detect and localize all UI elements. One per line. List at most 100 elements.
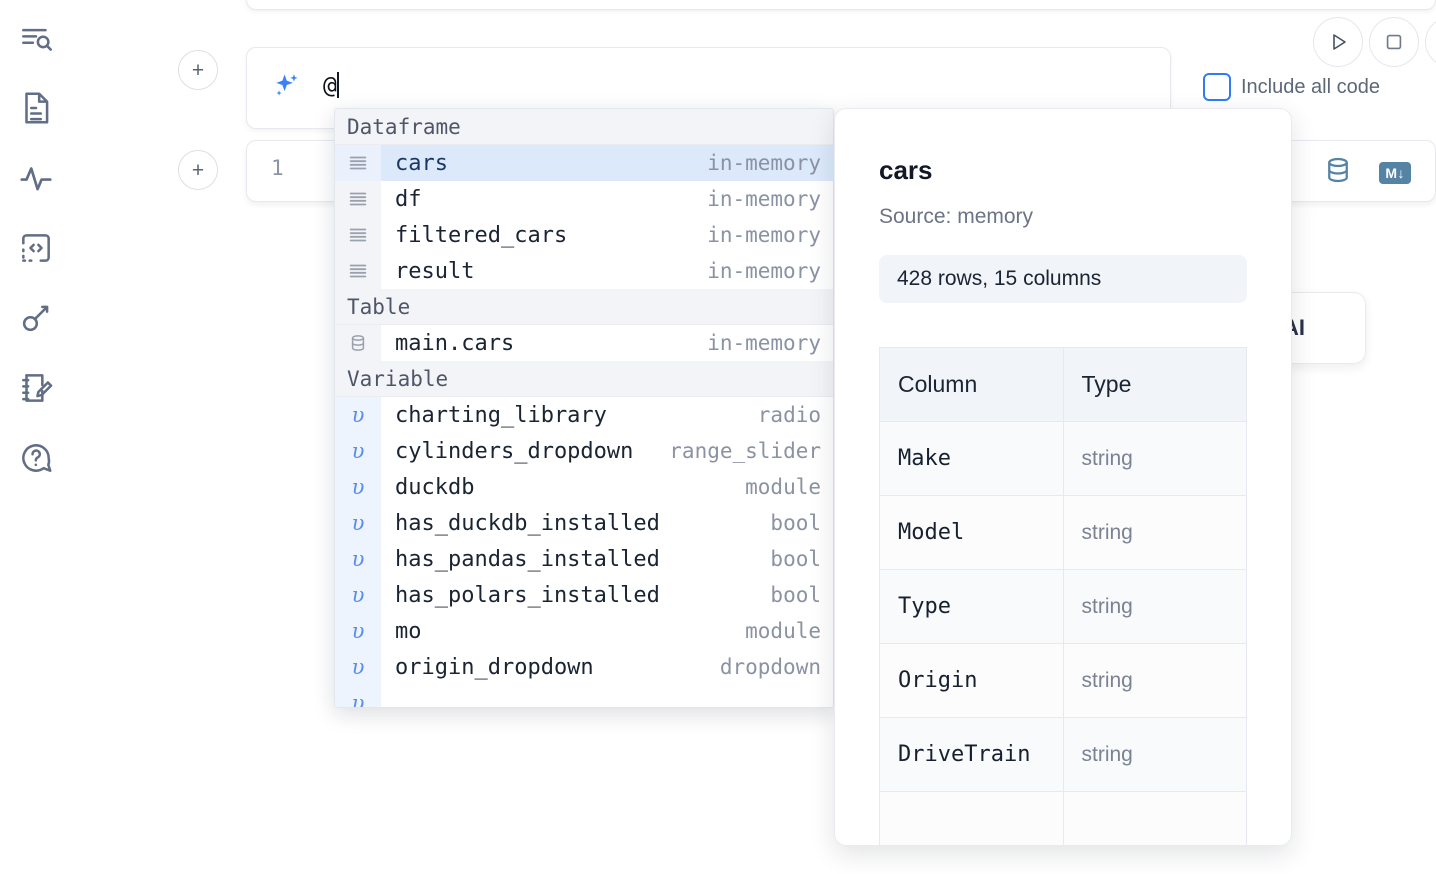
sidebar-rail <box>0 0 72 874</box>
completion-type: in-memory <box>707 259 821 283</box>
table-row: DriveTrain string <box>879 717 1247 792</box>
completion-type: dropdown <box>719 655 821 679</box>
more-button[interactable] <box>1425 17 1436 67</box>
sparkle-icon <box>269 70 303 104</box>
completion-type: bool <box>770 511 821 535</box>
completion-item[interactable]: υ mo module <box>335 613 833 649</box>
dataframe-icon <box>335 145 381 181</box>
cell-above <box>246 0 1436 10</box>
run-button[interactable] <box>1313 17 1363 67</box>
cell-column-type: string <box>1062 569 1247 644</box>
add-cell-button-bottom[interactable]: + <box>178 150 218 190</box>
table-row: Origin string <box>879 643 1247 718</box>
text-caret <box>337 72 340 98</box>
completion-label: df <box>395 186 422 212</box>
column-header-type: Type <box>1062 347 1247 422</box>
completion-type: module <box>745 619 821 643</box>
column-header-name: Column <box>879 347 1064 422</box>
cell-column-type: string <box>1062 643 1247 718</box>
include-all-code-checkbox[interactable] <box>1203 73 1231 101</box>
completion-label: cars <box>395 150 448 176</box>
group-header-dataframe: Dataframe <box>335 109 833 145</box>
completion-item[interactable]: υ origin_dropdown dropdown <box>335 649 833 685</box>
completion-label: has_polars_installed <box>395 582 660 608</box>
variable-icon: υ <box>335 649 381 685</box>
variable-icon: υ <box>335 685 381 707</box>
completion-label: origin_dropdown <box>395 654 594 680</box>
markdown-icon[interactable]: M↓ <box>1379 161 1411 184</box>
table-row-clipped <box>879 791 1247 845</box>
table-row: Type string <box>879 569 1247 644</box>
dataframe-icon <box>335 253 381 289</box>
group-header-table: Table <box>335 289 833 325</box>
dataframe-icon <box>335 217 381 253</box>
completion-label: has_pandas_installed <box>395 546 660 572</box>
secrets-icon[interactable] <box>16 298 56 338</box>
completion-item[interactable]: main.cars in-memory <box>335 325 833 361</box>
completion-item[interactable]: result in-memory <box>335 253 833 289</box>
add-cell-button-top[interactable]: + <box>178 50 218 90</box>
scratchpad-icon[interactable] <box>16 368 56 408</box>
completion-type: in-memory <box>707 151 821 175</box>
database-icon[interactable] <box>1323 155 1353 190</box>
completion-label: main.cars <box>395 330 515 356</box>
cell-column-type: string <box>1062 717 1247 792</box>
stop-button[interactable] <box>1369 17 1419 67</box>
dataframe-icon <box>335 181 381 217</box>
cell-column-name: DriveTrain <box>879 717 1064 792</box>
completion-type: bool <box>770 547 821 571</box>
completion-type: in-memory <box>707 187 821 211</box>
help-icon[interactable] <box>16 438 56 478</box>
explore-icon[interactable] <box>16 18 56 58</box>
autocomplete-dropdown[interactable]: Dataframe cars in-memory df in-memory fi… <box>334 108 834 708</box>
variable-icon: υ <box>335 469 381 505</box>
cell-column-type: string <box>1062 421 1247 496</box>
cell-column-name: Model <box>879 495 1064 570</box>
table-header-row: Column Type <box>879 347 1247 422</box>
document-icon[interactable] <box>16 88 56 128</box>
completion-label: filtered_cars <box>395 222 568 248</box>
completion-item[interactable]: υ has_pandas_installed bool <box>335 541 833 577</box>
cell-column-name <box>879 791 1064 845</box>
variable-icon: υ <box>335 541 381 577</box>
completion-label: duckdb <box>395 474 475 500</box>
docs-title: cars <box>879 155 933 185</box>
variable-icon: υ <box>335 613 381 649</box>
cell-column-name: Origin <box>879 643 1064 718</box>
completion-label: mo <box>395 618 422 644</box>
completion-item[interactable]: υ has_duckdb_installed bool <box>335 505 833 541</box>
cell-column-type <box>1062 791 1247 845</box>
completion-type: in-memory <box>707 223 821 247</box>
docs-schema-table: Column Type Make string Model string Typ… <box>879 347 1247 845</box>
variable-icon: υ <box>335 577 381 613</box>
completion-item[interactable]: df in-memory <box>335 181 833 217</box>
table-row: Model string <box>879 495 1247 570</box>
cell-icon-group: M↓ <box>1323 155 1411 190</box>
completion-type: in-memory <box>707 331 821 355</box>
completion-type: range_slider <box>669 439 821 463</box>
completion-item-clipped[interactable]: υ <box>335 685 833 707</box>
group-header-variable: Variable <box>335 361 833 397</box>
completion-item[interactable]: υ duckdb module <box>335 469 833 505</box>
plus-icon: + <box>191 158 205 182</box>
completion-item[interactable]: filtered_cars in-memory <box>335 217 833 253</box>
snippets-icon[interactable] <box>16 228 56 268</box>
cell-column-name: Make <box>879 421 1064 496</box>
variable-icon: υ <box>335 505 381 541</box>
activity-icon[interactable] <box>16 158 56 198</box>
completion-item[interactable]: υ cylinders_dropdown range_slider <box>335 433 833 469</box>
completion-item[interactable]: cars in-memory <box>335 145 833 181</box>
completion-label: cylinders_dropdown <box>395 438 634 464</box>
completion-label: charting_library <box>395 402 607 428</box>
completion-item[interactable]: υ has_polars_installed bool <box>335 577 833 613</box>
ai-prompt-input[interactable]: @ <box>323 72 340 99</box>
include-all-code-row[interactable]: Include all code <box>1203 73 1380 101</box>
cell-column-type: string <box>1062 495 1247 570</box>
docs-source: Source: memory <box>879 205 1034 228</box>
cell-column-name: Type <box>879 569 1064 644</box>
variable-icon: υ <box>335 433 381 469</box>
plus-icon: + <box>191 58 205 82</box>
completion-type: bool <box>770 583 821 607</box>
completion-item[interactable]: υ charting_library radio <box>335 397 833 433</box>
completion-type: radio <box>757 403 821 427</box>
